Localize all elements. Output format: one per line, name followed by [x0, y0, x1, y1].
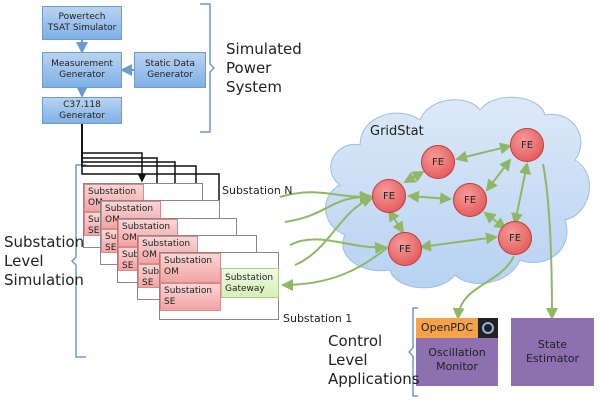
- openpdc-logo-icon: [478, 318, 498, 338]
- substation-om: Substation OM: [160, 253, 221, 283]
- c37-generator-box: C37.118 Generator: [42, 97, 122, 124]
- substation-level-simulation-label: Substation Level Simulation: [4, 233, 85, 289]
- oscillation-label: Oscillation Monitor: [428, 346, 486, 373]
- substation-gateway: Substation Gateway: [221, 268, 279, 298]
- state-estimator-box: State Estimator: [511, 318, 594, 386]
- measurement-label: Measurement Generator: [51, 59, 113, 80]
- static-data-generator-box: Static Data Generator: [134, 52, 206, 88]
- fe-node: FE: [421, 145, 455, 179]
- substation-1-label: Substation 1: [283, 312, 353, 325]
- measurement-generator-box: Measurement Generator: [42, 52, 122, 88]
- substation-card-1: Substation OM Substation SE Substation G…: [159, 252, 279, 320]
- openpdc-badge: OpenPDC: [416, 318, 478, 338]
- fe-node: FE: [372, 179, 406, 213]
- tsat-simulator-box: Powertech TSAT Simulator: [42, 6, 122, 40]
- tsat-label: Powertech TSAT Simulator: [47, 12, 117, 33]
- bracket-substation: [70, 164, 86, 358]
- bracket-control: [407, 307, 418, 397]
- fe-node: FE: [510, 128, 544, 162]
- bracket-power: [200, 3, 216, 133]
- gridstat-title: GridStat: [370, 124, 424, 139]
- substation-se: Substation SE: [160, 283, 221, 311]
- simulated-power-system-label: Simulated Power System: [226, 40, 302, 96]
- state-estimator-label: State Estimator: [525, 338, 580, 365]
- static-label: Static Data Generator: [144, 59, 196, 80]
- substation-n-label: Substation N: [222, 184, 293, 197]
- c37-label: C37.118 Generator: [59, 99, 105, 121]
- fe-node: FE: [453, 183, 487, 217]
- fe-node: FE: [388, 232, 422, 266]
- control-level-applications-label: Control Level Applications: [328, 332, 420, 388]
- fe-node: FE: [498, 221, 532, 255]
